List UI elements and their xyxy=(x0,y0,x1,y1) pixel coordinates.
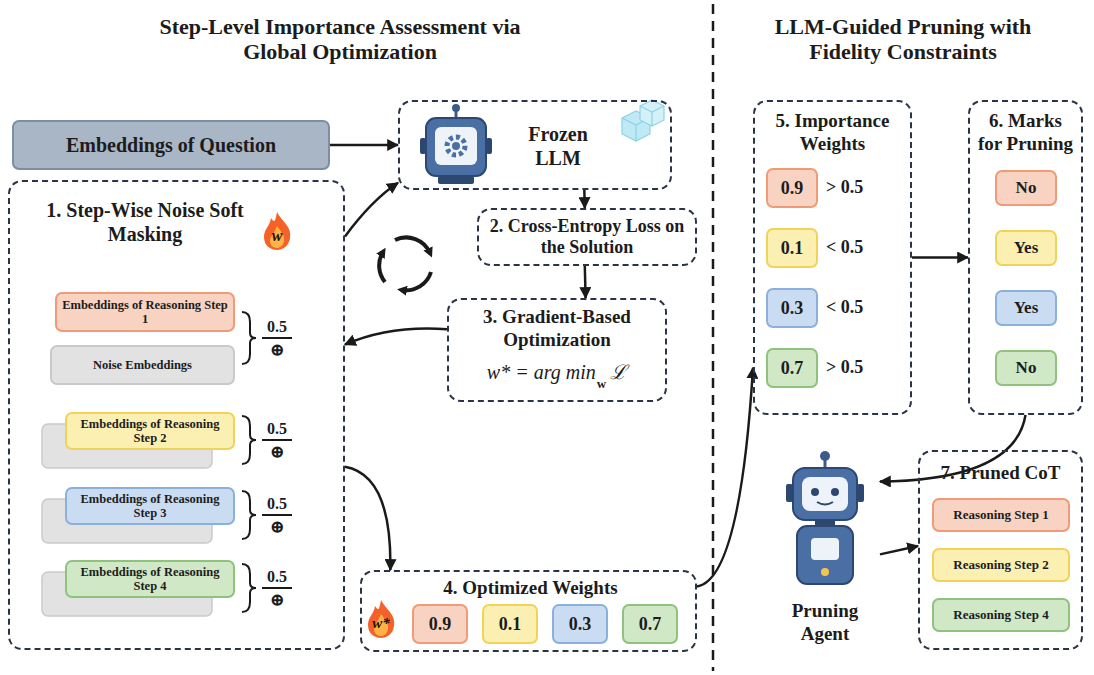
mask-ratio: 0.5 xyxy=(260,495,294,513)
mask-ratio: 0.5 xyxy=(260,420,294,438)
embedding-box: No xyxy=(995,170,1057,206)
mask-ratio: ⊕ xyxy=(260,517,294,538)
mask-ratio: ⊕ xyxy=(260,340,294,361)
flow-arrow xyxy=(912,256,968,259)
box-text: 0.1 xyxy=(499,614,522,635)
embedding-box: Embeddings of Reasoning Step 2 xyxy=(65,412,235,450)
panel-heading: 6. Marks for Pruning xyxy=(975,110,1076,156)
flow-arrow xyxy=(345,328,447,344)
box-text: Embeddings of Reasoning Step 4 xyxy=(71,565,229,594)
flow-arrow xyxy=(330,144,398,147)
embedding-box: Noise Embeddings xyxy=(50,345,235,385)
embedding-box: Reasoning Step 1 xyxy=(932,498,1070,532)
mask-ratio: 0.5 xyxy=(260,318,294,336)
formula-subscript: w xyxy=(597,376,606,392)
embedding-box: 0.1 xyxy=(766,228,818,268)
mask-ratio: ⊕ xyxy=(260,442,294,463)
embedding-box: 0.1 xyxy=(482,604,538,644)
dashed-panel: 2. Cross-Entropy Loss on the Solution xyxy=(477,208,697,266)
embedding-box: 0.3 xyxy=(766,288,818,328)
box-text: Reasoning Step 2 xyxy=(953,558,1048,573)
box-text: 0.7 xyxy=(639,614,662,635)
panel-heading: 4. Optimized Weights xyxy=(412,577,649,600)
box-text: No xyxy=(1016,178,1037,198)
embedding-box: Embeddings of Reasoning Step 4 xyxy=(65,560,235,598)
dashed-panel: 1. Step-Wise Noise Soft MaskingEmbedding… xyxy=(8,180,345,650)
embedding-box: 0.7 xyxy=(622,604,678,644)
threshold-label: > 0.5 xyxy=(826,177,904,198)
formula-text: w* = arg min xyxy=(487,361,596,383)
threshold-label: < 0.5 xyxy=(826,237,904,258)
embedding-box: Yes xyxy=(995,230,1057,266)
section-title: LLM-Guided Pruning with Fidelity Constra… xyxy=(768,14,1038,65)
box-text: Embeddings of Question xyxy=(66,134,276,157)
embedding-box: Reasoning Step 2 xyxy=(932,548,1070,582)
embedding-box: 0.9 xyxy=(412,604,468,644)
flow-arrow xyxy=(345,183,398,237)
panel-heading: 5. Importance Weights xyxy=(763,110,902,156)
box-text: Yes xyxy=(1014,298,1039,318)
threshold-label: < 0.5 xyxy=(826,297,904,318)
box-text: Embeddings of Reasoning Step 1 xyxy=(61,298,229,327)
threshold-label: > 0.5 xyxy=(826,357,904,378)
embedding-box: 0.7 xyxy=(766,348,818,388)
robot-icon xyxy=(786,451,864,584)
embedding-box: 0.9 xyxy=(766,168,818,208)
cycle-icon xyxy=(379,237,431,290)
embedding-box: No xyxy=(995,350,1057,386)
embedding-box: Reasoning Step 4 xyxy=(932,598,1070,632)
panel-heading: Frozen LLM xyxy=(518,122,598,170)
box-text: 0.1 xyxy=(781,238,804,259)
flow-arrow xyxy=(345,467,390,570)
box-text: 2. Cross-Entropy Loss on the Solution xyxy=(483,216,691,257)
embedding-box: Yes xyxy=(995,290,1057,326)
embedding-box: 0.3 xyxy=(552,604,608,644)
weight-symbol: w xyxy=(267,227,287,245)
box-text: 0.3 xyxy=(781,298,804,319)
embedding-box: Embeddings of Question xyxy=(12,120,330,170)
box-text: Embeddings of Reasoning Step 2 xyxy=(71,417,229,446)
box-text: 0.3 xyxy=(569,614,592,635)
box-text: Reasoning Step 1 xyxy=(953,508,1048,523)
section-title: Step-Level Importance Assessment via Glo… xyxy=(150,14,530,65)
dashed-panel: 7. Pruned CoT Reasoning Step 1 Reasoning S… xyxy=(918,450,1083,650)
box-text: Noise Embeddings xyxy=(93,358,192,372)
formula-loss: ℒ xyxy=(610,361,627,383)
box-text: Embeddings of Reasoning Step 3 xyxy=(71,492,229,521)
formula-row: w* = arg minwℒ xyxy=(449,360,665,392)
mask-ratio: ⊕ xyxy=(260,590,294,611)
box-text: 0.7 xyxy=(781,358,804,379)
panel-heading: 1. Step-Wise Noise Soft Masking xyxy=(28,198,262,246)
panel-heading: Pruning Agent xyxy=(770,600,880,646)
dashed-panel: 4. Optimized Weights 0.9 0.1 0.3 0.7 xyxy=(360,570,697,652)
dashed-panel: 3. Gradient-Based Optimization w* = arg m… xyxy=(447,298,667,402)
divider-line xyxy=(712,4,715,671)
flow-arrow xyxy=(697,368,753,587)
agent-node: Pruning Agent xyxy=(770,440,880,648)
box-text: No xyxy=(1016,358,1037,378)
box-text: 0.9 xyxy=(781,178,804,199)
flow-arrow xyxy=(583,190,586,208)
embedding-box: Embeddings of Reasoning Step 1 xyxy=(55,292,235,332)
flow-arrow xyxy=(584,266,587,298)
box-text: Reasoning Step 4 xyxy=(953,608,1048,623)
embedding-box: Embeddings of Reasoning Step 3 xyxy=(65,487,235,525)
robot-icon xyxy=(420,104,492,184)
ice-cubes-icon xyxy=(622,100,664,141)
panel-heading: 3. Gradient-Based Optimization xyxy=(457,306,657,352)
flow-arrow xyxy=(880,546,918,554)
dashed-panel: 6. Marks for PruningNoYesYesNo xyxy=(968,100,1083,415)
mask-ratio: 0.5 xyxy=(260,568,294,586)
box-text: 0.9 xyxy=(429,614,452,635)
panel-heading: 7. Pruned CoT xyxy=(925,462,1076,485)
flame-icon xyxy=(264,212,290,250)
box-text: Yes xyxy=(1014,238,1039,258)
weight-symbol: w* xyxy=(363,615,399,632)
dashed-panel: Frozen LLM xyxy=(398,100,672,190)
